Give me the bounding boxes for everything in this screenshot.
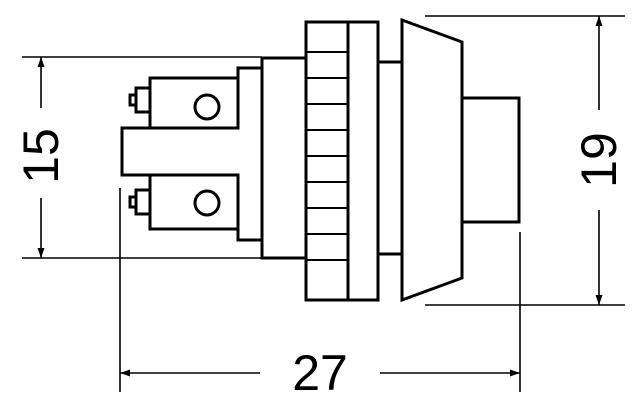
switch-housing (260, 56, 308, 260)
bezel-neck (376, 60, 404, 256)
push-button (460, 96, 521, 224)
dimension-label-height-left: 15 (13, 128, 69, 184)
dimension-label-height-right: 19 (571, 132, 627, 188)
knurled-nut (304, 20, 350, 302)
nut-knurl-lines (306, 51, 348, 261)
terminal-screw-hole-top (193, 93, 221, 121)
extension-lines (22, 15, 625, 392)
dimension-label-length-bottom: 27 (292, 345, 348, 401)
terminal-screw-hole-bottom (193, 189, 221, 217)
flange-ring (346, 20, 380, 302)
terminal-block-bottom (128, 173, 240, 231)
bezel-cone (400, 17, 464, 303)
terminal-block-top (128, 76, 240, 130)
